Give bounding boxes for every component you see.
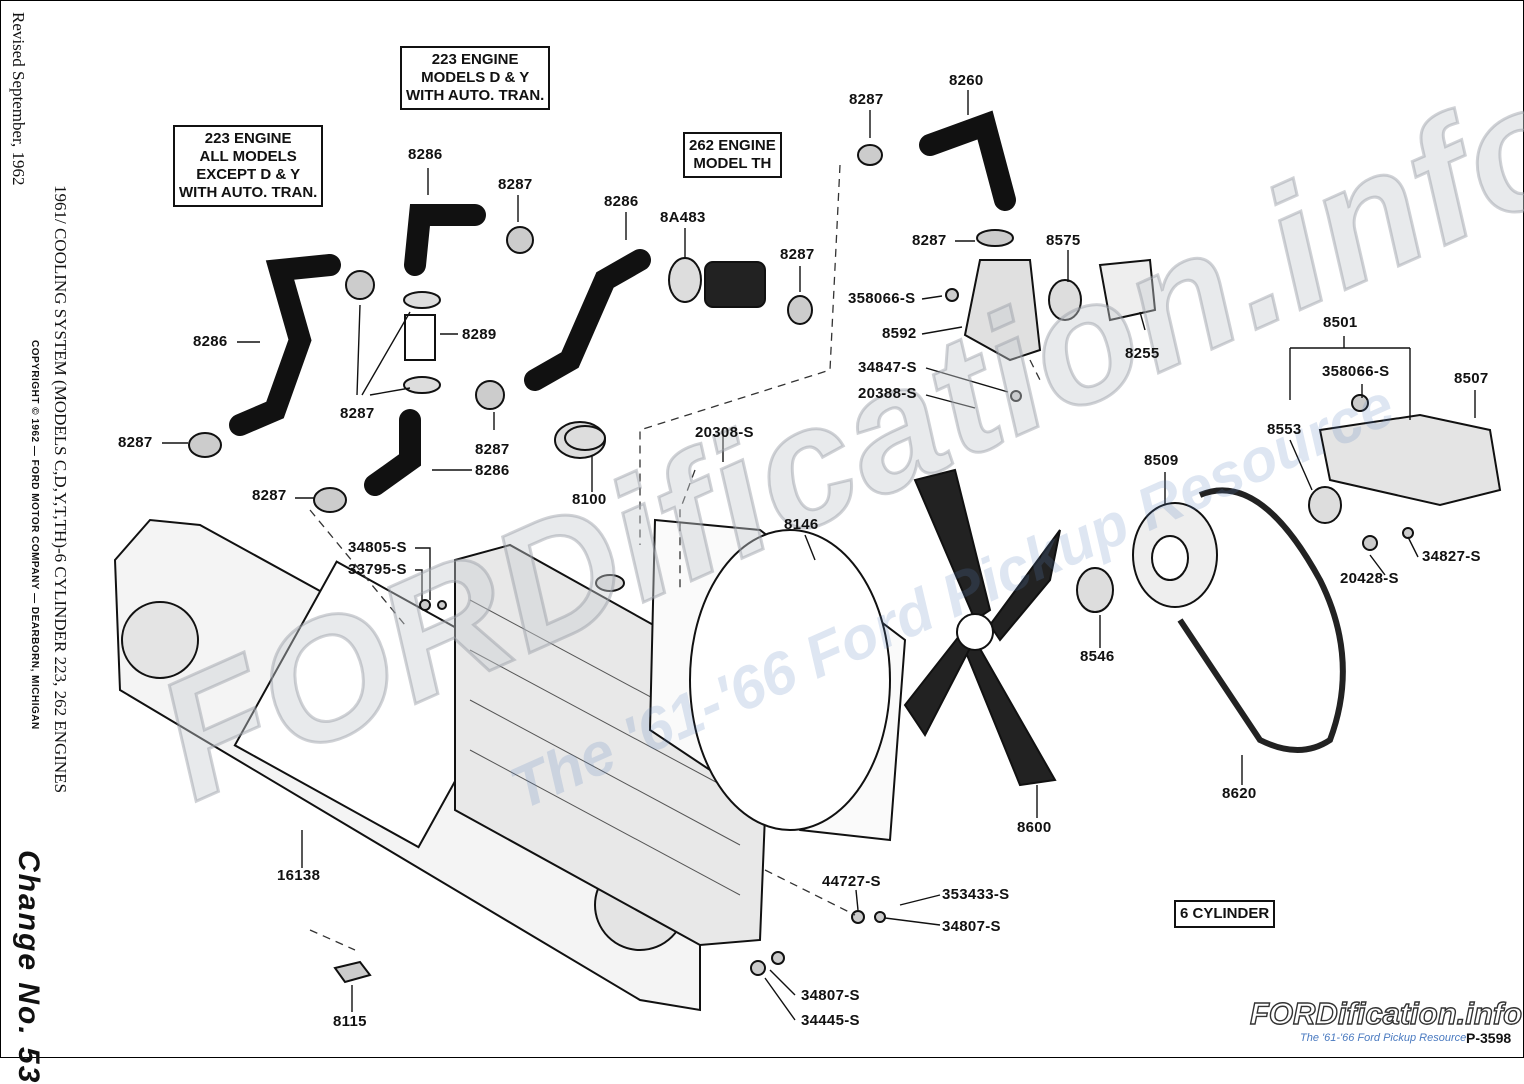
part-label: 353433-S [942,886,1010,903]
part-label: 8146 [784,516,819,533]
part-label: 8287 [118,434,153,451]
note-line: 223 ENGINE [204,130,292,147]
site-logo: FORDification.info [1249,995,1523,1031]
part-label: 8287 [475,441,510,458]
note-line: 223 ENGINE [431,51,519,68]
part-label: 8507 [1454,370,1489,387]
part-label: 8289 [462,326,497,343]
part-label: 8A483 [660,209,706,226]
part-label: 8553 [1267,421,1302,438]
part-label: 8501 [1323,314,1358,331]
part-label: 34807-S [801,987,860,1004]
note-line: WITH AUTO. TRAN. [179,184,318,201]
radiator-shape [454,543,772,947]
part-label: 8260 [949,72,984,89]
part-label: 8287 [498,176,533,193]
part-label: 8255 [1125,345,1160,362]
note-line: ALL MODELS [199,148,297,165]
part-label: 358066-S [1322,363,1390,380]
belt-shape [1177,487,1346,753]
note-box-223-dy: 223 ENGINE MODELS D & Y WITH AUTO. TRAN. [400,46,551,110]
part-label: 16138 [277,867,321,884]
part-label: 8575 [1046,232,1081,249]
drain-cock-shape [333,960,372,984]
water-pump-shape [1318,413,1502,507]
site-tagline: The '61-'66 Ford Pickup Resource [1300,1032,1467,1044]
hose-8286-lower [364,409,421,496]
part-label: 8287 [780,246,815,263]
note-box-262: 262 ENGINE MODEL TH [683,132,782,178]
part-label: 8592 [882,325,917,342]
note-line: WITH AUTO. TRAN. [406,87,545,104]
part-label: 20388-S [858,385,917,402]
hose-8286-upper [404,204,486,276]
part-label: 34827-S [1422,548,1481,565]
part-label: 8286 [408,146,443,163]
clamp [787,295,813,325]
part-label: 20308-S [695,424,754,441]
note-line: 6 CYLINDER [1180,905,1270,922]
clamp [976,229,1014,247]
clamp [188,432,222,458]
part-label: 8546 [1080,648,1115,665]
clamp [345,270,375,300]
parts-illustration [113,90,1502,1021]
part-label: 8509 [1144,452,1179,469]
part-label: 8286 [604,193,639,210]
part-label: 8286 [193,333,228,350]
part-label: 44727-S [822,873,881,890]
thermostat-housing-shape [963,259,1042,362]
part-label: 33795-S [348,561,407,578]
note-line: MODEL TH [693,155,772,172]
part-label: 8287 [340,405,375,422]
clamp [857,144,883,166]
note-line: MODELS D & Y [421,69,530,86]
part-label: 34847-S [858,359,917,376]
part-label: 358066-S [848,290,916,307]
part-label: 8287 [849,91,884,108]
part-label: 8286 [475,462,510,479]
part-label: 8287 [252,487,287,504]
part-label: 34805-S [348,539,407,556]
part-label: 34445-S [801,1012,860,1029]
part-label: 20428-S [1340,570,1399,587]
spacer-shape [1076,567,1114,613]
gasket-shape [1098,258,1157,322]
note-box-6cyl: 6 CYLINDER [1174,900,1276,928]
change-number: Change No. 53 [12,850,45,1084]
part-label: 34807-S [942,918,1001,935]
page-title: 1961/ COOLING SYSTEM (MODELS C,D,Y,T,TH)… [51,185,70,794]
plate-number: P-3598 [1466,1030,1512,1046]
clamp [313,487,347,513]
note-box-223-all: 223 ENGINE ALL MODELS EXCEPT D & Y WITH … [173,125,324,207]
fan-shape [903,468,1061,787]
clamp [475,380,505,410]
revised-date: Revised September, 1962 [9,12,28,186]
note-line: 262 ENGINE [689,137,776,154]
part-label: 8600 [1017,819,1052,836]
part-label: 8287 [912,232,947,249]
copyright-line: COPYRIGHT © 1962 — FORD MOTOR COMPANY — … [29,340,40,730]
part-label: 8115 [333,1013,367,1030]
part-label: 8100 [572,491,607,508]
note-line: EXCEPT D & Y [196,166,301,183]
hose-8260 [919,110,1016,211]
hose-8286-262 [524,249,651,391]
part-label: 8620 [1222,785,1257,802]
clamp [506,226,534,254]
hose-8286-left [229,254,341,436]
